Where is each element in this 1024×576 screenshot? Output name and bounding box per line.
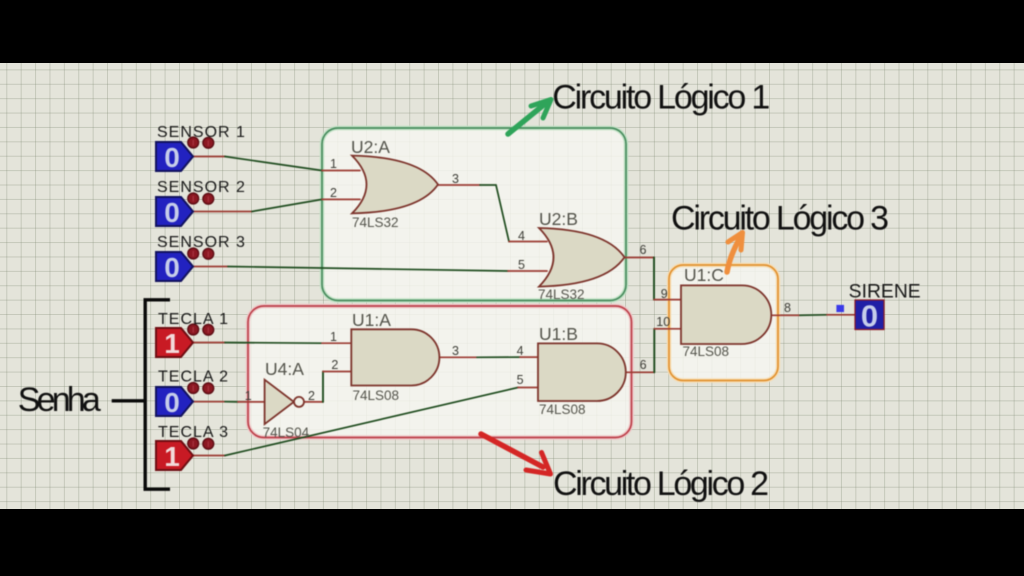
svg-text:3: 3 — [452, 344, 459, 358]
svg-text:0: 0 — [164, 387, 180, 418]
svg-text:U2:B: U2:B — [539, 209, 578, 229]
svg-text:U1:B: U1:B — [539, 324, 578, 344]
svg-text:3: 3 — [452, 172, 459, 186]
svg-text:Senha: Senha — [18, 381, 101, 419]
svg-text:5: 5 — [517, 373, 524, 387]
svg-text:2: 2 — [330, 186, 337, 200]
svg-text:9: 9 — [661, 287, 668, 301]
svg-text:74LS08: 74LS08 — [539, 402, 586, 417]
svg-text:Circuito Lógico 2: Circuito Lógico 2 — [553, 465, 769, 503]
svg-text:4: 4 — [518, 229, 525, 243]
svg-text:8: 8 — [784, 301, 791, 315]
svg-text:1: 1 — [330, 330, 337, 344]
svg-text:TECLA 2: TECLA 2 — [158, 369, 229, 386]
svg-text:74LS32: 74LS32 — [352, 215, 399, 230]
svg-text:74LS32: 74LS32 — [538, 287, 585, 302]
svg-text:1: 1 — [330, 157, 337, 171]
svg-text:SIRENE: SIRENE — [849, 281, 921, 302]
svg-text:0: 0 — [861, 299, 878, 334]
svg-text:SENSOR 1: SENSOR 1 — [157, 124, 246, 141]
svg-text:TECLA 1: TECLA 1 — [158, 311, 229, 328]
svg-text:6: 6 — [640, 358, 647, 372]
svg-text:Circuito Lógico 3: Circuito Lógico 3 — [671, 200, 889, 238]
svg-text:TECLA 3: TECLA 3 — [158, 424, 229, 441]
svg-text:2: 2 — [331, 358, 338, 372]
svg-text:1: 1 — [245, 389, 252, 403]
svg-text:SENSOR 3: SENSOR 3 — [157, 234, 246, 251]
svg-text:U1:C: U1:C — [684, 265, 724, 285]
svg-text:74LS04: 74LS04 — [263, 425, 310, 440]
svg-text:U1:A: U1:A — [352, 310, 391, 330]
svg-text:0: 0 — [164, 252, 180, 283]
svg-text:10: 10 — [656, 315, 670, 329]
svg-text:U2:A: U2:A — [351, 137, 390, 157]
svg-text:0: 0 — [164, 197, 180, 228]
svg-text:U4:A: U4:A — [265, 359, 304, 379]
svg-text:74LS08: 74LS08 — [353, 388, 400, 403]
svg-text:Circuito Lógico 1: Circuito Lógico 1 — [552, 78, 770, 116]
svg-text:1: 1 — [164, 441, 180, 472]
svg-text:1: 1 — [164, 328, 180, 359]
svg-text:5: 5 — [518, 258, 525, 272]
svg-text:74LS08: 74LS08 — [683, 344, 730, 359]
svg-text:0: 0 — [164, 142, 180, 173]
svg-text:4: 4 — [517, 344, 524, 358]
svg-text:2: 2 — [308, 389, 315, 403]
svg-text:6: 6 — [640, 243, 647, 257]
svg-text:SENSOR 2: SENSOR 2 — [157, 179, 246, 196]
